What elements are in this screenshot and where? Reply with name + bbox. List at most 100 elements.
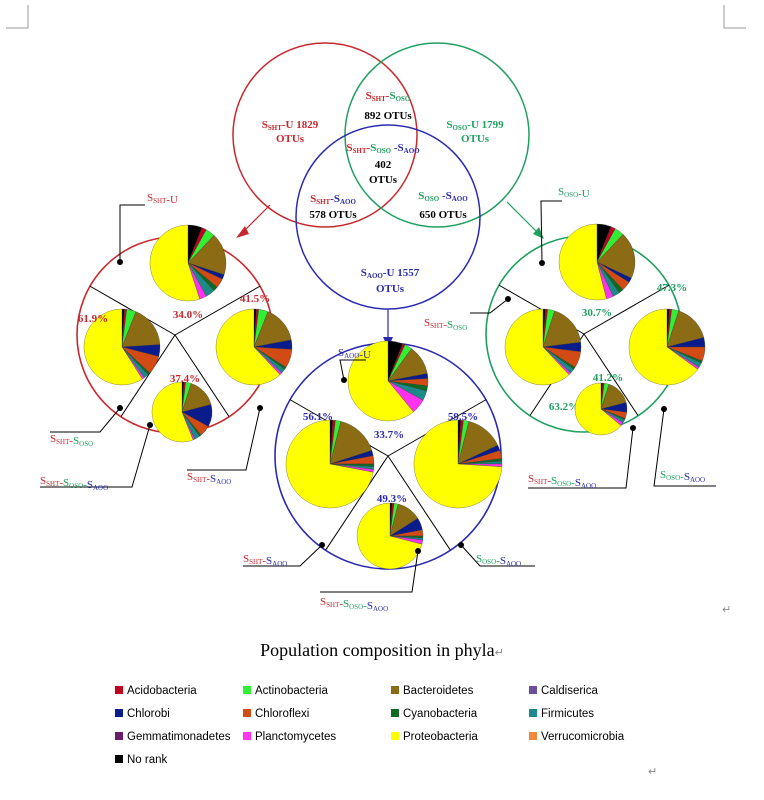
legend-label: Actinobacteria [255, 685, 328, 697]
venn-all-unit: OTUs [369, 174, 398, 186]
sector-label-aoo-pair1: SSHT-SAOO [243, 553, 287, 568]
venn-oso-unique-label: SOSO-U 1799 [446, 119, 504, 132]
legend-item-chlorobi: Chlorobi [115, 708, 170, 720]
leader-dot-oso-pair2 [661, 406, 667, 412]
venn-all-count: 402 [375, 159, 392, 171]
panel-sht: 34.0%61.9%41.5%37.4%SSHT-USSHT-SOSOSSHT-… [40, 192, 293, 492]
arrow-head-oso [533, 227, 544, 239]
corner-mark-left [6, 5, 29, 29]
panel-divider [387, 455, 451, 551]
legend-item-no-rank: No rank [115, 754, 167, 766]
pie-sht-unique [149, 224, 227, 302]
legend-label: Gemmatimonadetes [127, 731, 231, 743]
venn-sht-oso-count: 892 OTUs [364, 110, 412, 122]
pie-slice-bacteroidetes [542, 310, 581, 348]
percent-label-aoo-triple: 49.3% [377, 493, 407, 505]
panel-divider [583, 333, 639, 416]
legend-swatch [115, 732, 123, 740]
leader-line-aoo-pair2 [460, 544, 535, 567]
pie-slice-bacteroidetes [187, 235, 227, 275]
pie-slice-proteobacteria [151, 381, 194, 443]
legend-item-caldiserica: Caldiserica [529, 685, 598, 697]
percent-label-oso-pair2: 47.3% [657, 282, 687, 294]
leader-line-sht-pair2 [187, 407, 261, 471]
percent-label-aoo-unique: 33.7% [374, 429, 404, 441]
panel-divider [174, 334, 230, 417]
venn-sht-aoo-count: 578 OTUs [309, 209, 357, 221]
pie-sht-pair1 [83, 308, 161, 386]
legend-swatch [529, 686, 537, 694]
legend-label: Acidobacteria [127, 685, 197, 697]
pie-aoo-pair1 [285, 419, 375, 509]
leader-line-oso-pair2 [653, 408, 716, 487]
sector-label-aoo-unique: SAOO-U [338, 347, 371, 361]
pie-slice-proteobacteria [504, 308, 570, 386]
percent-label-oso-pair1: 63.2% [549, 401, 579, 413]
legend-swatch [391, 732, 399, 740]
legend-item-actinobacteria: Actinobacteria [243, 685, 328, 697]
leader-dot-sht-pair1 [117, 405, 123, 411]
pie-sht-triple [151, 381, 213, 443]
panel-divider [120, 334, 176, 417]
panel-divider [325, 455, 389, 551]
arrow-to-sht-panel [242, 204, 271, 233]
arrow-head-sht [236, 226, 249, 238]
panel-oso: 30.7%63.2%47.3%41.2%SOSO-USSHT-SOSOSOSO-… [424, 186, 716, 490]
legend-swatch [391, 709, 399, 717]
sector-label-oso-pair2: SOSO-SAOO [660, 469, 705, 484]
legend-label: Firmicutes [541, 708, 595, 720]
panel-divider [174, 285, 261, 336]
leader-dot-oso-pair1 [505, 296, 511, 302]
venn-oso-aoo-count: 650 OTUs [419, 209, 467, 221]
pie-slice-proteobacteria [149, 224, 200, 302]
leader-line-oso-unique [540, 200, 562, 264]
sector-label-oso-triple: SSHT-SOSO-SAOO [528, 473, 596, 490]
legend-swatch [243, 732, 251, 740]
venn-oso-unique-unit: OTUs [461, 133, 490, 145]
leader-line-aoo-triple [320, 550, 419, 593]
leader-line-aoo-unique [339, 359, 366, 381]
leader-line-sht-unique [119, 204, 145, 262]
legend-label: Verrucomicrobia [541, 731, 625, 743]
legend-item-bacteroidetes: Bacteroidetes [391, 685, 473, 697]
arrow-to-oso-panel [506, 201, 538, 233]
percent-label-sht-unique: 34.0% [173, 309, 203, 321]
leader-dot-sht-unique [117, 259, 123, 265]
venn-sht-oso-label: SSHT-SOSO [366, 90, 411, 103]
legend-label: No rank [127, 754, 168, 766]
pie-slice-proteobacteria [83, 308, 143, 386]
pie-slice-proteobacteria [628, 308, 698, 386]
corner-mark-right [723, 5, 746, 29]
figure-caption-text: Population composition in phyla [260, 640, 495, 660]
legend-swatch [115, 709, 123, 717]
legend-label: Chloroflexi [255, 708, 310, 720]
legend-label: Planctomycetes [255, 731, 337, 743]
legend-item-verrucomicrobia: Verrucomicrobia [529, 731, 624, 743]
percent-label-oso-unique: 30.7% [582, 307, 612, 319]
percent-label-aoo-pair1: 56.1% [303, 411, 333, 423]
legend-item-chloroflexi: Chloroflexi [243, 708, 309, 720]
legend-item-cyanobacteria: Cyanobacteria [391, 708, 477, 720]
sector-label-aoo-triple: SSHT-SOSO-SAOO [320, 596, 388, 613]
legend-item-firmicutes: Firmicutes [529, 708, 594, 720]
legend-swatch [243, 686, 251, 694]
pie-sht-pair2 [215, 308, 293, 386]
leader-line-sht-pair1 [50, 407, 121, 433]
leader-dot-aoo-pair1 [319, 542, 325, 548]
legend-item-proteobacteria: Proteobacteria [391, 731, 478, 743]
pie-slice-proteobacteria [285, 419, 374, 509]
legend-swatch [391, 686, 399, 694]
percent-label-sht-triple: 37.4% [170, 373, 200, 385]
percent-label-sht-pair1: 61.9% [78, 313, 108, 325]
pie-slice-proteobacteria [215, 308, 281, 386]
sector-label-sht-unique: SSHT-U [147, 192, 178, 206]
pie-slice-bacteroidetes [596, 234, 636, 279]
legend-label: Cyanobacteria [403, 708, 478, 720]
pie-slice-bacteroidetes [121, 311, 161, 348]
legend-item-acidobacteria: Acidobacteria [115, 685, 197, 697]
pie-aoo-unique [347, 340, 429, 422]
sector-label-oso-unique: SOSO-U [558, 186, 590, 200]
return-mark-bottom: ↵ [648, 765, 658, 778]
percent-label-oso-triple: 41.2% [593, 372, 623, 384]
